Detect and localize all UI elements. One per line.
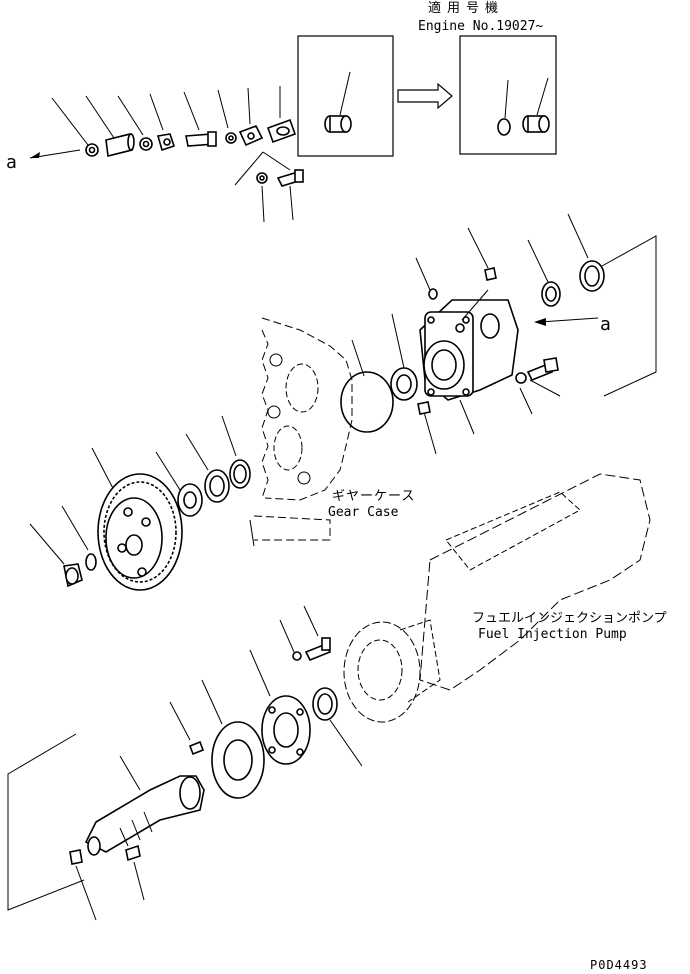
gear-case-jp: ギヤーケース	[332, 489, 415, 504]
fuel-pump-label: フュエルインジェクションポンプ Fuel Injection Pump	[472, 611, 667, 642]
drive-shaft-group	[7, 605, 363, 921]
fuel-pump-jp: フュエルインジェクションポンプ	[472, 611, 667, 626]
new-part-box	[459, 35, 557, 155]
pump-drive-housing: a	[340, 213, 657, 455]
gear-case-en: Gear Case	[328, 505, 399, 520]
gear-case-outline	[249, 317, 353, 547]
applicability-jp: 適用号機	[428, 0, 504, 16]
drawing-code: P0D4493	[590, 958, 648, 972]
fuel-pump-en: Fuel Injection Pump	[478, 627, 627, 642]
ref-letter-a-top: a	[6, 152, 17, 173]
applicability-engine-no: Engine No.19027~	[418, 19, 543, 34]
old-part-box	[297, 35, 394, 157]
ref-letter-a-right: a	[600, 314, 611, 335]
gear-group	[29, 415, 251, 591]
fittings-row: a	[6, 86, 304, 223]
supersession-arrow	[397, 82, 453, 110]
applicability-note: 適用号機 Engine No.19027~	[418, 0, 543, 34]
fuel-injection-pump-outline	[343, 473, 651, 723]
gear-case-label: ギヤーケース Gear Case	[328, 489, 415, 520]
